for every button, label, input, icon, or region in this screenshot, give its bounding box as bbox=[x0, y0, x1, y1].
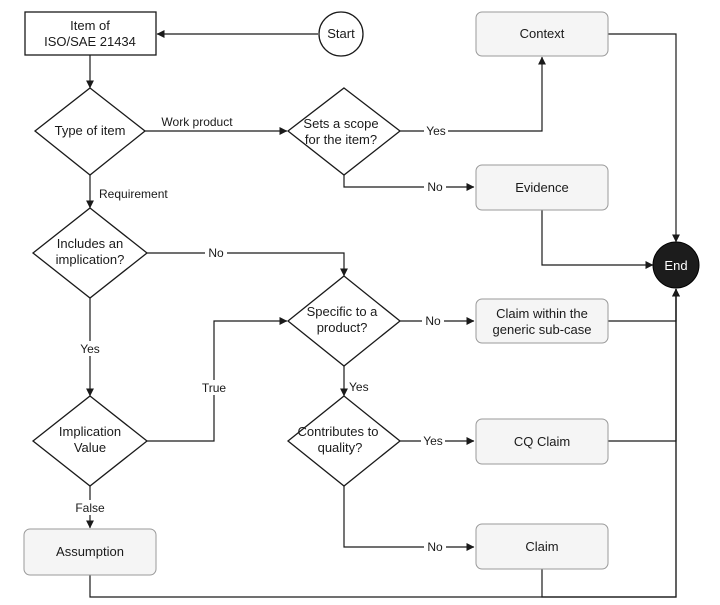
edge-label-specific-yes: Yes bbox=[349, 380, 369, 394]
node-item-line1: Item of bbox=[70, 18, 110, 33]
node-sets-scope[interactable]: Sets a scope for the item? bbox=[286, 87, 402, 176]
node-assumption[interactable]: Assumption bbox=[23, 528, 157, 576]
node-implication-value[interactable]: Implication Value bbox=[31, 395, 149, 487]
node-claim-label: Claim bbox=[525, 539, 558, 554]
node-cq-claim-label: CQ Claim bbox=[514, 434, 570, 449]
edge-evidence-to-end bbox=[541, 210, 654, 269]
node-context[interactable]: Context bbox=[475, 11, 609, 57]
node-assumption-label: Assumption bbox=[56, 544, 124, 559]
node-specific-product-line2: product? bbox=[317, 320, 368, 335]
node-evidence-label: Evidence bbox=[515, 180, 568, 195]
edge-label-value-true: True bbox=[202, 381, 227, 395]
edge-scope-to-evidence bbox=[343, 175, 475, 191]
node-end-label: End bbox=[664, 258, 687, 273]
node-context-label: Context bbox=[520, 26, 565, 41]
node-includes-implication-line1: Includes an bbox=[57, 236, 124, 251]
edge-context-to-end bbox=[608, 33, 680, 243]
node-claim[interactable]: Claim bbox=[475, 523, 609, 570]
node-contributes-quality[interactable]: Contributes to quality? bbox=[286, 395, 402, 487]
edge-label-scope-yes: Yes bbox=[426, 124, 446, 138]
node-claim-generic-line1: Claim within the bbox=[496, 306, 588, 321]
edge-label-quality-no: No bbox=[427, 540, 443, 554]
node-claim-generic-line2: generic sub-case bbox=[493, 322, 592, 337]
node-evidence[interactable]: Evidence bbox=[475, 164, 609, 211]
node-implication-value-line1: Implication bbox=[59, 424, 121, 439]
edge-label-scope-no: No bbox=[427, 180, 443, 194]
node-sets-scope-line1: Sets a scope bbox=[303, 116, 378, 131]
node-includes-implication-line2: implication? bbox=[56, 252, 125, 267]
node-sets-scope-line2: for the item? bbox=[305, 132, 377, 147]
node-item-line2: ISO/SAE 21434 bbox=[44, 34, 136, 49]
node-contributes-quality-line2: quality? bbox=[318, 440, 363, 455]
edge-label-specific-no: No bbox=[425, 314, 441, 328]
node-type-of-item-label: Type of item bbox=[55, 123, 126, 138]
edge-quality-to-claim bbox=[343, 486, 475, 551]
node-specific-product[interactable]: Specific to a product? bbox=[286, 275, 402, 367]
node-start-label: Start bbox=[327, 26, 355, 41]
node-end[interactable]: End bbox=[652, 241, 700, 289]
edge-labels: Work product Yes No Requirement No Yes T… bbox=[72, 115, 448, 554]
edge-label-quality-yes: Yes bbox=[423, 434, 443, 448]
edge-scope-to-context bbox=[400, 56, 546, 132]
edge-implication-to-specific bbox=[147, 252, 348, 277]
edge-label-work-product: Work product bbox=[161, 115, 233, 129]
edge-cq-to-end bbox=[608, 288, 680, 442]
edge-generic-to-end bbox=[608, 288, 680, 322]
node-specific-product-line1: Specific to a bbox=[307, 304, 379, 319]
edge-label-implication-yes: Yes bbox=[80, 342, 100, 356]
edge-label-requirement: Requirement bbox=[99, 187, 168, 201]
node-cq-claim[interactable]: CQ Claim bbox=[475, 418, 609, 465]
node-includes-implication[interactable]: Includes an implication? bbox=[31, 207, 149, 299]
edge-label-value-false: False bbox=[75, 501, 105, 515]
node-item[interactable]: Item of ISO/SAE 21434 bbox=[24, 11, 157, 56]
node-type-of-item[interactable]: Type of item bbox=[33, 87, 147, 176]
node-contributes-quality-line1: Contributes to bbox=[298, 424, 379, 439]
edge-assumption-to-end bbox=[89, 288, 680, 598]
edge-label-implication-no: No bbox=[208, 246, 224, 260]
node-implication-value-line2: Value bbox=[74, 440, 106, 455]
node-claim-generic[interactable]: Claim within the generic sub-case bbox=[475, 298, 609, 344]
node-start[interactable]: Start bbox=[318, 11, 364, 57]
